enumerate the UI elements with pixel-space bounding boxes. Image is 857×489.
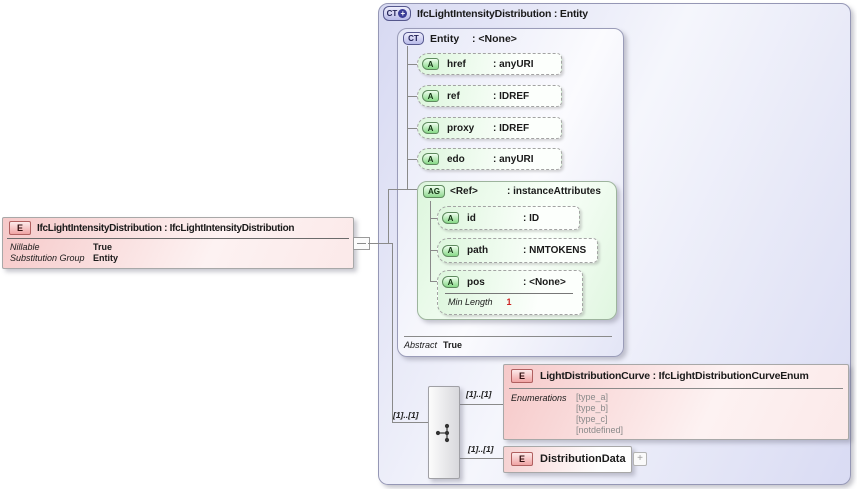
- connector-line: [388, 189, 417, 190]
- facet-label: Min Length: [448, 297, 493, 307]
- connector-line: [392, 422, 428, 423]
- enumeration-value: [notdefined]: [576, 425, 624, 435]
- ct-badge-label: CT: [386, 9, 398, 18]
- connector-line: [407, 159, 417, 160]
- connector-line: [458, 404, 503, 405]
- element-badge: E: [511, 369, 533, 383]
- attribute-type: : IDREF: [493, 90, 530, 102]
- element-title: IfcLightIntensityDistribution : IfcLight…: [37, 222, 295, 234]
- attribute-pill-edo[interactable]: A edo : anyURI: [417, 148, 562, 170]
- connector-line: [407, 96, 417, 97]
- attribute-badge: A: [442, 244, 459, 257]
- attribute-pill-path[interactable]: A path : NMTOKENS: [437, 238, 598, 263]
- plus-icon: +: [398, 9, 408, 18]
- attribute-type: : ID: [523, 212, 540, 224]
- element-node-ifclightintensitydistribution[interactable]: E IfcLightIntensityDistribution : IfcLig…: [2, 217, 354, 269]
- attribute-name: id: [467, 212, 476, 224]
- attribute-type: : anyURI: [493, 153, 534, 165]
- header-divider: [509, 388, 843, 389]
- sequence-compositor[interactable]: [428, 386, 460, 479]
- attribute-name: path: [467, 245, 489, 256]
- connector-line: [430, 281, 437, 282]
- expand-button[interactable]: +: [633, 452, 647, 466]
- attributegroup-badge: AG: [423, 185, 445, 198]
- sequence-icon: [435, 423, 450, 442]
- attributegroup-name: <Ref>: [450, 186, 478, 197]
- facet-divider: [445, 293, 573, 294]
- attribute-badge: A: [422, 90, 439, 102]
- attribute-pill-proxy[interactable]: A proxy : IDREF: [417, 117, 562, 139]
- attribute-type: : IDREF: [493, 122, 530, 134]
- attribute-pill-pos[interactable]: A pos : <None> Min Length 1: [437, 270, 583, 315]
- connector-line: [407, 46, 408, 189]
- connector-line: [407, 128, 417, 129]
- basetype-header: CT Entity : <None>: [403, 32, 517, 45]
- complextype-title: IfcLightIntensityDistribution : Entity: [417, 7, 588, 20]
- element-node-distributiondata[interactable]: E DistributionData: [503, 446, 632, 473]
- attribute-pill-id[interactable]: A id : ID: [437, 206, 580, 230]
- attribute-badge: A: [422, 58, 439, 70]
- attributegroup-type: : instanceAttributes: [507, 186, 601, 197]
- attribute-badge: A: [442, 212, 459, 224]
- attribute-badge: A: [442, 276, 459, 288]
- connector-line: [368, 243, 392, 244]
- connector-line: [407, 64, 417, 65]
- cardinality-label: [1]..[1]: [468, 444, 494, 454]
- enumerations-label: Enumerations: [511, 393, 567, 403]
- cardinality-label: [1]..[1]: [466, 389, 492, 399]
- attribute-name: proxy: [447, 122, 475, 134]
- attribute-type: : anyURI: [493, 58, 534, 70]
- enumeration-value: [type_a]: [576, 392, 609, 402]
- facet-value: 1: [506, 297, 512, 307]
- property-value: Entity: [93, 253, 119, 263]
- attribute-pill-ref[interactable]: A ref : IDREF: [417, 85, 562, 107]
- element-badge: E: [9, 221, 31, 235]
- attribute-name: pos: [467, 276, 485, 288]
- connector-line: [430, 250, 437, 251]
- attribute-badge: A: [422, 153, 439, 165]
- connector-line: [388, 189, 389, 243]
- element-badge: E: [511, 452, 533, 466]
- attribute-badge: A: [422, 122, 439, 134]
- element-title: DistributionData: [540, 453, 626, 465]
- property-label: Nillable: [10, 242, 40, 252]
- attribute-name: edo: [447, 153, 465, 165]
- connector-line: [458, 458, 503, 459]
- enumeration-value: [type_c]: [576, 414, 608, 424]
- property-value: True: [443, 340, 463, 350]
- basetype-name: Entity: [430, 32, 460, 45]
- attribute-type: : <None>: [523, 276, 566, 288]
- enumeration-value: [type_b]: [576, 403, 609, 413]
- header-divider: [7, 238, 349, 239]
- attribute-name: ref: [447, 90, 460, 102]
- element-node-lightdistributioncurve[interactable]: E LightDistributionCurve : IfcLightDistr…: [503, 364, 849, 440]
- attribute-pill-href[interactable]: A href : anyURI: [417, 53, 562, 75]
- basetype-type: : <None>: [472, 32, 517, 45]
- attributegroup-header: AG <Ref> : instanceAttributes: [423, 185, 601, 198]
- attribute-name: href: [447, 58, 466, 70]
- element-title: LightDistributionCurve : IfcLightDistrib…: [540, 370, 809, 382]
- complextype-badge: CT +: [383, 6, 411, 21]
- cardinality-label: [1]..[1]: [393, 410, 419, 420]
- attribute-type: : NMTOKENS: [523, 245, 587, 256]
- property-value: True: [93, 242, 113, 252]
- ct-badge: CT: [403, 32, 424, 45]
- complextype-header: CT + IfcLightIntensityDistribution : Ent…: [383, 6, 588, 21]
- connector-line: [430, 201, 431, 281]
- property-label: Abstract: [404, 340, 438, 350]
- property-label: Substitution Group: [10, 253, 85, 263]
- connector-line: [430, 218, 437, 219]
- property-divider: [404, 336, 612, 337]
- connector-line: [392, 243, 393, 422]
